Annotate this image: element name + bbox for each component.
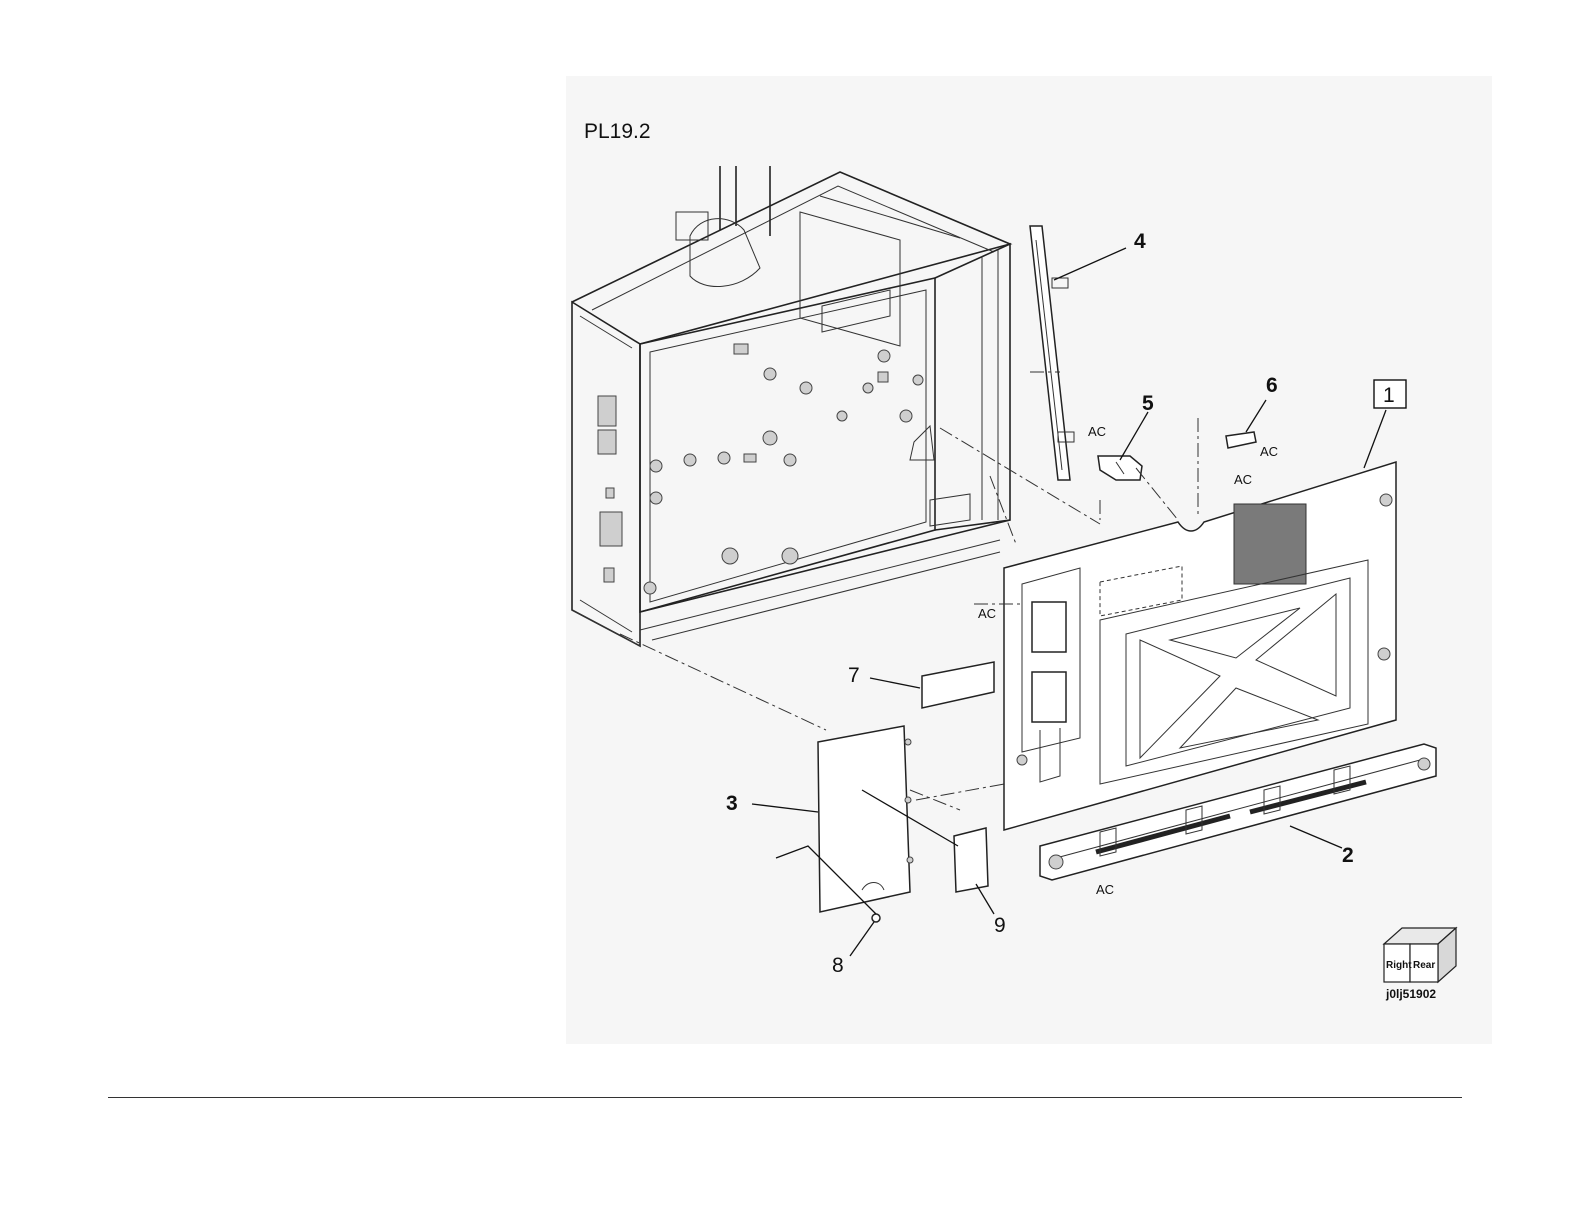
footer-rule: [108, 1097, 1462, 1098]
part-4-rail: [1030, 226, 1074, 480]
ac-label: AC: [1234, 472, 1252, 487]
cube-label-rear: Rear: [1413, 960, 1435, 971]
orientation-cube: Right Rear: [1384, 928, 1456, 982]
part-9-label: [954, 828, 988, 892]
callout-2: 2: [1342, 844, 1354, 867]
part-3-board: [818, 726, 913, 912]
callout-7: 7: [848, 664, 860, 687]
ac-label: AC: [1088, 424, 1106, 439]
callout-9: 9: [994, 914, 1006, 937]
callout-4: 4: [1134, 230, 1146, 253]
part-8-screw: [872, 914, 880, 922]
main-frame: [572, 166, 1010, 646]
ac-label: AC: [978, 606, 996, 621]
callout-6: 6: [1266, 374, 1278, 397]
cube-label-right: Right: [1386, 960, 1412, 971]
callout-1: 1: [1383, 384, 1395, 407]
part-6-clip: [1226, 432, 1256, 448]
part-7-label: [922, 662, 994, 708]
ac-label: AC: [1096, 882, 1114, 897]
callout-3: 3: [726, 792, 738, 815]
callout-5: 5: [1142, 392, 1154, 415]
ac-label: AC: [1260, 444, 1278, 459]
callout-8: 8: [832, 954, 844, 977]
figure-id: j0lj51902: [1385, 987, 1436, 1001]
